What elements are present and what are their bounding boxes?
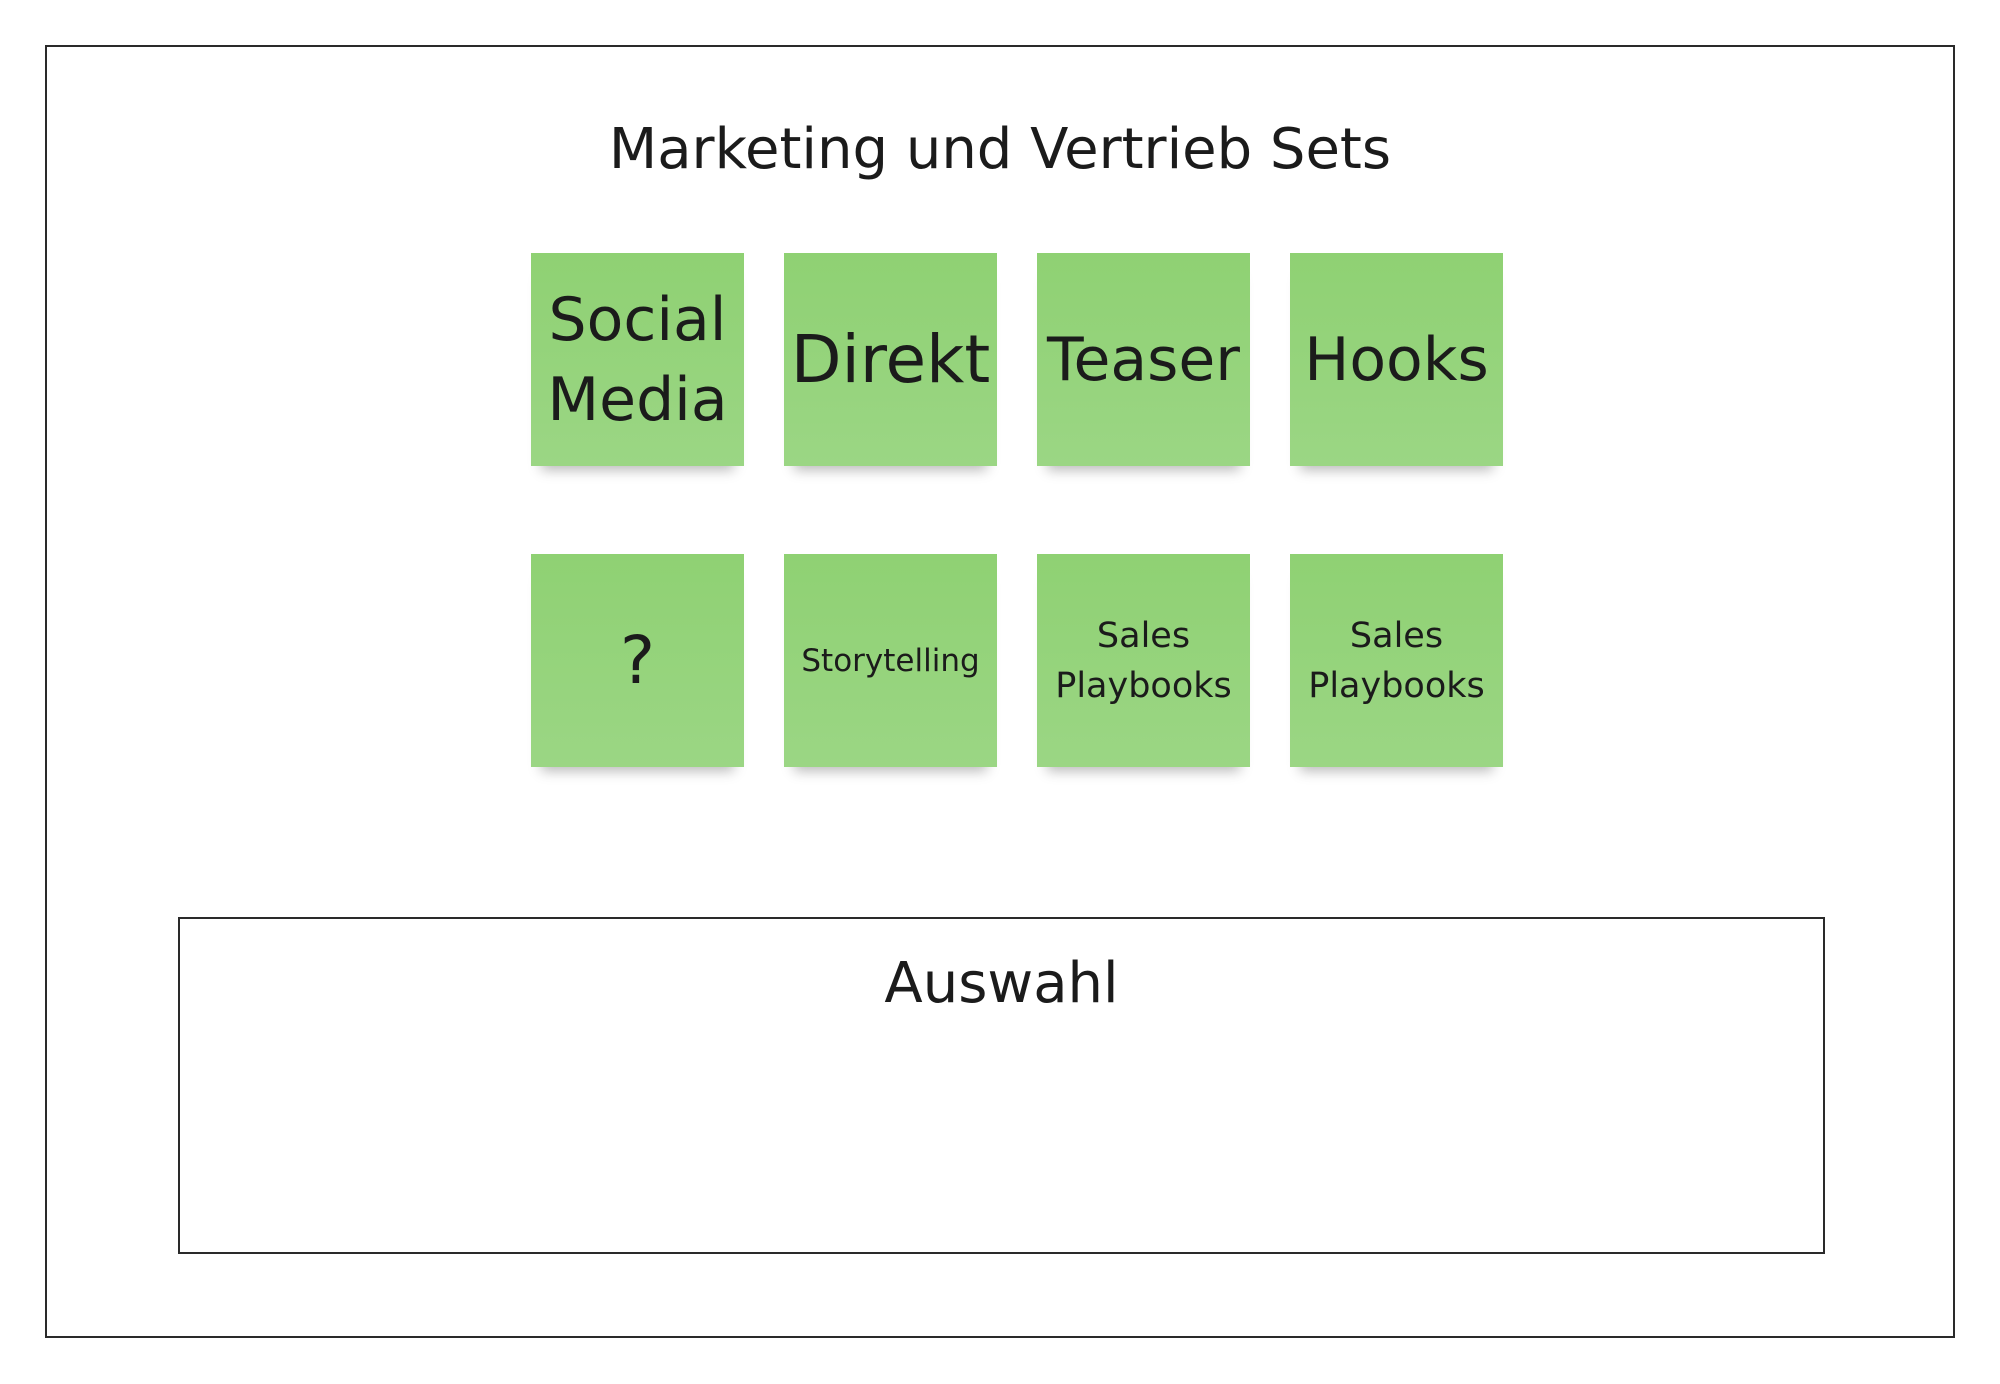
sticky-note-label: Hooks [1304,324,1489,395]
board-title: Marketing und Vertrieb Sets [608,117,1392,182]
sticky-note-label: Social Media [547,284,728,435]
sticky-note-social-media[interactable]: Social Media [531,253,744,466]
selection-area[interactable]: Auswahl [178,917,1825,1254]
sticky-note-sales-playbooks[interactable]: Sales Playbooks [1037,554,1250,767]
sticky-note-hooks[interactable]: Hooks [1290,253,1503,466]
sticky-note-label: Sales Playbooks [1308,615,1485,706]
sticky-note-teaser[interactable]: Teaser [1037,253,1250,466]
sticky-note-label: Storytelling [801,642,980,679]
sticky-note-storytelling[interactable]: Storytelling [784,554,997,767]
sticky-note-label: Direkt [790,320,991,398]
sticky-note-label: Teaser [1047,324,1240,395]
sticky-note-label: ? [619,621,656,699]
sticky-note-question[interactable]: ? [531,554,744,767]
sticky-note-direkt[interactable]: Direkt [784,253,997,466]
sticky-note-sales-playbooks-2[interactable]: Sales Playbooks [1290,554,1503,767]
sticky-note-label: Sales Playbooks [1055,615,1232,706]
selection-title: Auswahl [884,951,1119,1016]
